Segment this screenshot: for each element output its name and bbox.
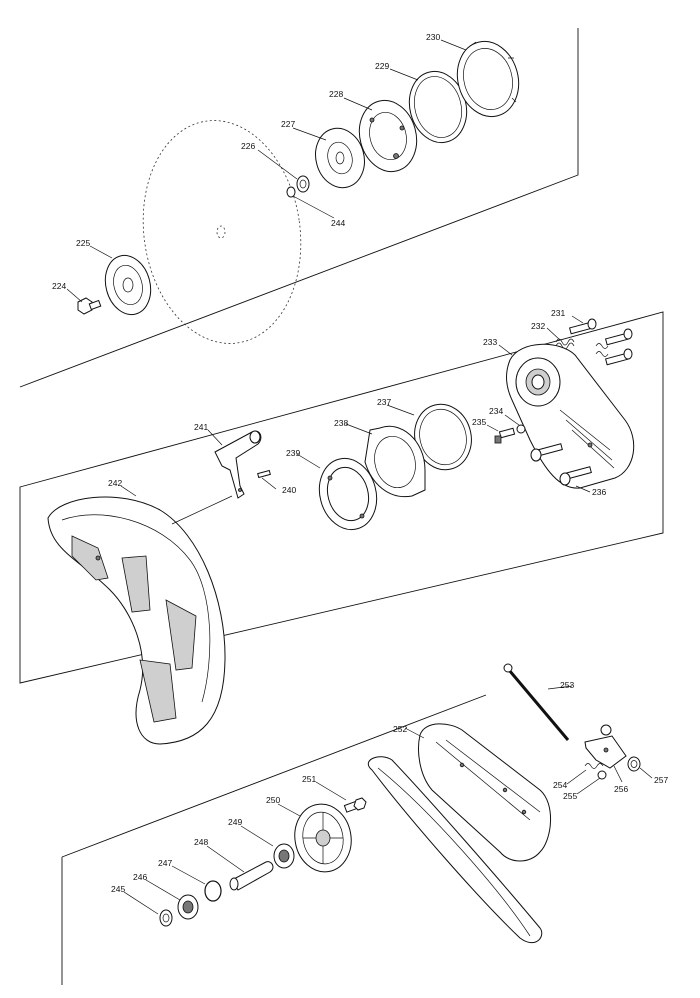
callout-227: 227 <box>281 119 295 129</box>
callout-256: 256 <box>614 784 628 794</box>
part-225-outer-flange <box>104 254 152 316</box>
part-229-gasket-ring <box>408 70 468 144</box>
callout-245: 245 <box>111 884 125 894</box>
leader-lines <box>66 39 653 915</box>
part-248-spindle <box>229 861 274 891</box>
callout-249: 249 <box>228 817 242 827</box>
part-238-plate <box>364 425 426 498</box>
callout-232: 232 <box>531 321 545 331</box>
callout-242: 242 <box>108 478 122 488</box>
callout-225: 225 <box>76 238 90 248</box>
callout-254: 254 <box>553 780 567 790</box>
gear-housing-group-frame <box>19 311 664 684</box>
callout-251: 251 <box>302 774 316 784</box>
drive-belt <box>367 756 543 944</box>
part-247-retaining-ring <box>204 880 222 902</box>
part-249-bearing <box>273 843 295 869</box>
blade-group-frame <box>19 28 579 388</box>
callout-236: 236 <box>592 487 606 497</box>
callout-239: 239 <box>286 448 300 458</box>
spring-bolt-set <box>595 328 633 366</box>
part-231-bolt <box>568 318 597 335</box>
part-227-inner-flange <box>315 127 365 189</box>
part-235-pin <box>494 427 516 444</box>
callout-228: 228 <box>329 89 343 99</box>
callout-248: 248 <box>194 837 208 847</box>
part-245-collar <box>159 909 173 927</box>
callout-235: 235 <box>472 417 486 427</box>
callout-240: 240 <box>282 485 296 495</box>
callout-224: 224 <box>52 281 66 291</box>
callout-230: 230 <box>426 32 440 42</box>
part-244-o-ring <box>286 186 296 198</box>
part-251-bolt <box>343 797 367 813</box>
callout-238: 238 <box>334 418 348 428</box>
belt-group-frame <box>61 694 487 985</box>
part-240-screw <box>257 469 271 479</box>
part-257-nut <box>627 756 641 772</box>
callout-247: 247 <box>158 858 172 868</box>
callout-233: 233 <box>483 337 497 347</box>
part-254-spring <box>584 763 604 769</box>
part-228-ring-plate <box>358 99 418 173</box>
part-242-blade-guard <box>47 496 226 745</box>
callout-labels: 224 225 226 227 228 229 230 244 231 232 … <box>52 32 668 894</box>
callout-257: 257 <box>654 775 668 785</box>
callout-231: 231 <box>551 308 565 318</box>
callout-255: 255 <box>563 791 577 801</box>
part-239-ring-bearing <box>318 457 378 531</box>
part-255-washer <box>597 770 607 780</box>
part-233-gear-housing <box>506 343 635 489</box>
callout-246: 246 <box>133 872 147 882</box>
callout-226: 226 <box>241 141 255 151</box>
part-256-latch <box>584 724 627 769</box>
part-226-ring <box>296 175 310 193</box>
callout-234: 234 <box>489 406 503 416</box>
part-237-gasket <box>414 403 472 471</box>
callout-237: 237 <box>377 397 391 407</box>
part-234-o-ring <box>516 424 526 434</box>
callout-229: 229 <box>375 61 389 71</box>
saw-blade-outline <box>142 120 302 344</box>
part-253-long-bolt <box>503 663 570 741</box>
part-246-bearing <box>177 894 199 920</box>
part-252-belt-cover <box>418 723 552 862</box>
part-230-cap-ring <box>456 40 520 118</box>
callout-252: 252 <box>393 724 407 734</box>
callout-241: 241 <box>194 422 208 432</box>
callout-250: 250 <box>266 795 280 805</box>
part-224-hex-bolt <box>77 297 102 315</box>
part-250-pulley <box>294 803 352 873</box>
callout-244: 244 <box>331 218 345 228</box>
part-236-screws <box>530 443 592 486</box>
callout-253: 253 <box>560 680 574 690</box>
part-241-lever <box>214 430 262 499</box>
